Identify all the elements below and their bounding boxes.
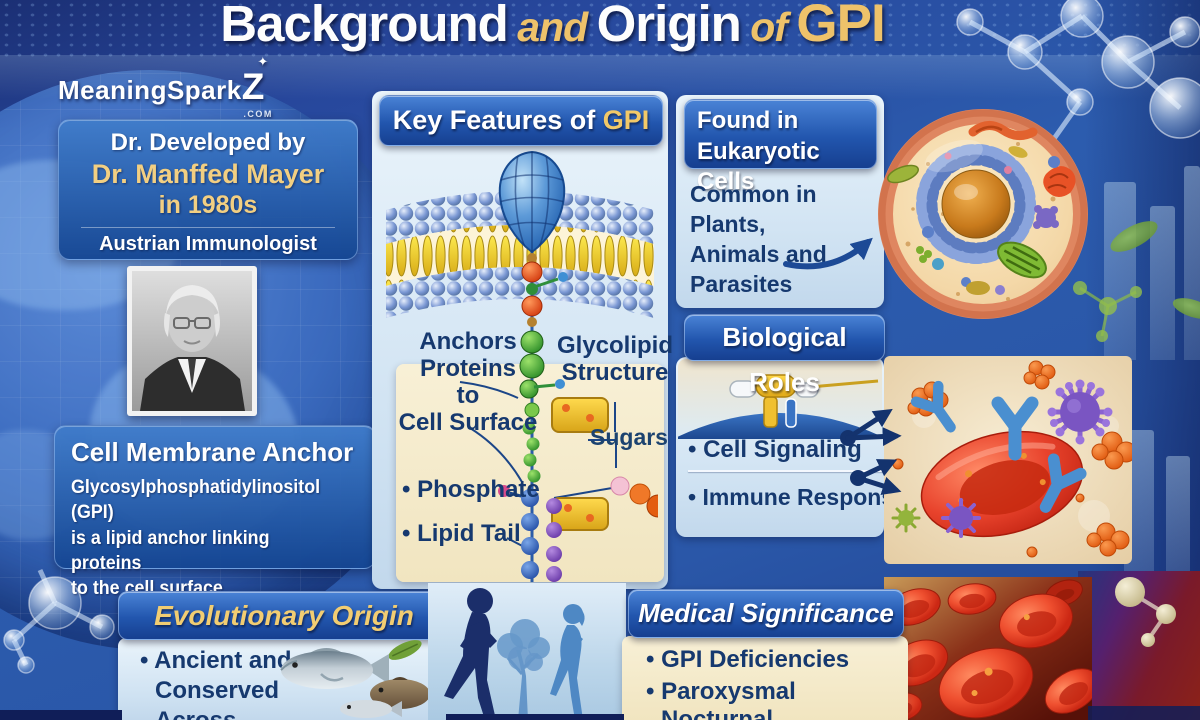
bar-decoration (1104, 182, 1136, 360)
label-anchors-proteins: Anchors Proteins to Cell Surface (398, 328, 538, 437)
molecule-decoration (3, 568, 115, 674)
fish-illustration (280, 640, 442, 718)
blood-cells-illustration (884, 577, 1092, 720)
sparkle-icon: ✦ (257, 54, 269, 69)
medical-panel (622, 636, 908, 720)
molecule-decoration (1073, 281, 1142, 342)
key-features-title: Key Features of (392, 105, 603, 135)
found-in-banner: Found in Eukaryotic Cells (684, 99, 877, 195)
medical-item-pnh: • Paroxysmal Nocturnal Hemogibbinuria (646, 678, 796, 720)
man-silhouette (444, 588, 497, 720)
divider (81, 227, 335, 228)
virus-icon (1047, 379, 1113, 445)
page-title: Background and Origin of GPI (0, 0, 1200, 54)
role-cell-signaling: • Cell Signaling (688, 436, 862, 463)
brand-z: Z (241, 66, 265, 107)
molecule-decoration (1115, 577, 1176, 647)
gpi-membrane-diagram (386, 150, 658, 582)
brand-text: MeaningSpark (58, 75, 242, 105)
biological-roles-banner: Biological Roles (684, 314, 885, 397)
pointer-arrow (783, 237, 873, 270)
bottom-edge (0, 710, 122, 720)
key-features-highlight: GPI (602, 105, 650, 135)
developer-line2: Dr. Manffed Mayer (91, 159, 325, 189)
title-word: Origin (596, 0, 742, 52)
developer-line3: in 1980s (158, 191, 258, 219)
evolutionary-body: • Ancient and Conserved Across Species (140, 647, 292, 720)
role-immune-response: • Immune Response (688, 484, 907, 510)
developer-line1: Dr. Developed by (110, 129, 306, 156)
immune-response-illustration (884, 356, 1132, 564)
tree-silhouette (497, 619, 550, 720)
watermark-logo: MeaningSparkZ ✦ .COM (58, 54, 271, 119)
membrane-anchor-title: Cell Membrane Anchor (71, 437, 354, 467)
membrane-anchor-body: Glycosylphosphatidylinositol (GPI) is a … (71, 477, 321, 600)
antibody-icons (910, 380, 1087, 513)
medical-banner: Medical Significance (628, 589, 904, 638)
header-band (0, 0, 1200, 62)
bar-decoration (1184, 166, 1200, 360)
label-lipid-tail: • Lipid Tail (402, 520, 521, 547)
key-features-banner: Key Features of GPI (379, 95, 663, 146)
title-word: GPI (796, 0, 885, 53)
portrait-illustration (132, 271, 252, 411)
membrane-anchor-panel: Cell Membrane Anchor Glycosylphosphatidy… (54, 425, 376, 599)
role-arrows (840, 408, 902, 496)
evolutionary-banner: Evolutionary Origin (118, 591, 450, 640)
title-word: and (517, 4, 588, 50)
woman-silhouette (550, 604, 585, 720)
receptor-icon (678, 359, 882, 439)
divider (688, 470, 902, 472)
label-glycolipid-structure: Glycolipid Structure (556, 332, 673, 387)
human-silhouettes (444, 588, 585, 720)
label-phosphate: • Phosphate (402, 476, 540, 503)
bottom-edge (446, 714, 624, 720)
label-sugars: Sugars (590, 424, 668, 450)
bottom-edge (1088, 706, 1200, 720)
portrait-photo (127, 266, 257, 416)
title-word: of (750, 4, 788, 50)
medical-item-deficiencies: • GPI Deficiencies (646, 646, 850, 673)
developer-panel: Dr. Developed by Dr. Manffed Mayer in 19… (58, 119, 358, 260)
developer-subtitle: Austrian Immunologist (99, 233, 317, 255)
eukaryotic-cell-illustration (878, 109, 1088, 319)
bar-decoration (1166, 456, 1190, 580)
brand-tld: .COM (243, 109, 273, 119)
title-word: Background (220, 0, 509, 52)
